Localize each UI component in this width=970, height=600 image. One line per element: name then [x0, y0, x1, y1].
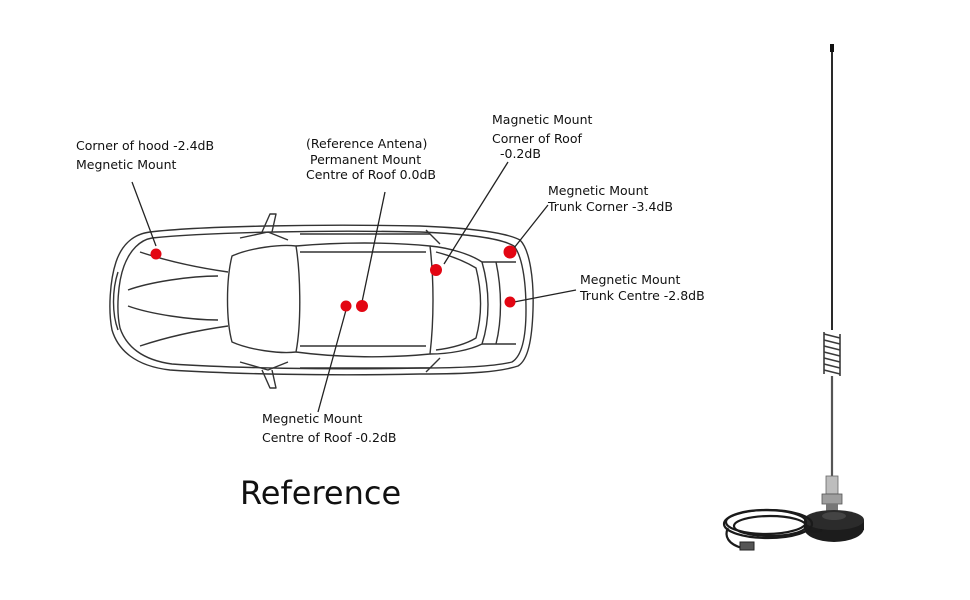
label-trunk-corner-line2: Trunk Corner -3.4dB	[548, 198, 673, 214]
label-roof-centre-line1: Megnetic Mount	[262, 411, 363, 426]
leader-trunk-centre	[513, 289, 577, 303]
label-roof-corner-line1: Magnetic Mount	[492, 112, 593, 127]
car-outline-icon	[109, 213, 534, 389]
mount-dot-reference	[356, 300, 368, 312]
label-reference-line2: Permanent Mount	[310, 151, 422, 167]
leader-hood	[131, 181, 157, 247]
mount-dot-trunk-corner	[503, 245, 517, 259]
label-roof-corner-line3: -0.2dB	[500, 146, 541, 162]
label-hood-line1: Corner of hood -2.4dB	[76, 138, 215, 153]
label-hood: Corner of hood -2.4dB Megnetic Mount	[76, 138, 214, 172]
mount-dot-hood	[150, 248, 162, 260]
label-hood-line2: Megnetic Mount	[76, 156, 177, 172]
mount-dot-roof-corner	[430, 264, 442, 276]
leader-reference	[361, 191, 386, 303]
label-trunk-centre-line2: Trunk Centre -2.8dB	[580, 287, 705, 303]
label-reference-line3: Centre of Roof 0.0dB	[306, 167, 436, 183]
label-reference-line1: (Reference Antena)	[306, 136, 428, 151]
coax-cable-icon	[722, 508, 823, 551]
leader-trunk-corner	[513, 204, 549, 249]
magnetic-base-icon	[804, 510, 864, 542]
page-title: Reference	[240, 474, 402, 512]
leader-roof-corner	[443, 161, 509, 265]
label-reference: (Reference Antena) Permanent Mount Centr…	[306, 136, 436, 183]
label-trunk-centre-line1: Megnetic Mount	[580, 272, 681, 287]
antenna-icon	[821, 44, 843, 512]
label-roof-corner-line2: Corner of Roof	[492, 130, 582, 146]
mount-points	[150, 245, 517, 312]
label-trunk-corner-line1: Megnetic Mount	[548, 183, 649, 198]
label-roof-centre-line2: Centre of Roof -0.2dB	[262, 429, 397, 445]
label-trunk-corner: Megnetic Mount Trunk Corner -3.4dB	[548, 183, 673, 214]
label-roof-corner: Magnetic Mount Corner of Roof -0.2dB	[492, 112, 592, 162]
mount-dot-roof-centre	[340, 300, 352, 312]
label-trunk-centre: Megnetic Mount Trunk Centre -2.8dB	[580, 272, 705, 303]
leader-roof-centre	[317, 309, 347, 413]
leader-lines	[131, 161, 577, 413]
mount-dot-trunk-centre	[504, 296, 516, 308]
label-roof-centre: Megnetic Mount Centre of Roof -0.2dB	[262, 411, 397, 445]
